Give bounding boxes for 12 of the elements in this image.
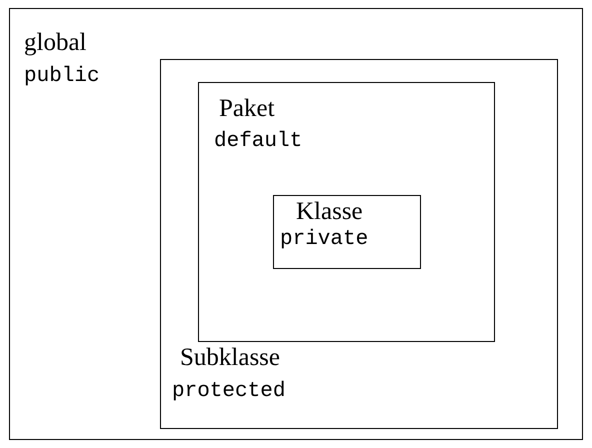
access-keyword: default [214, 130, 302, 154]
access-keyword: protected [172, 380, 286, 404]
access-keyword: private [280, 228, 368, 252]
scope-box [273, 195, 421, 269]
access-keyword: public [24, 65, 100, 88]
scope-box [9, 8, 583, 440]
scope-name: global [24, 29, 86, 56]
scope-name: Klasse [296, 198, 363, 226]
scope-name: Paket [219, 95, 275, 122]
scope-box [160, 59, 558, 429]
scope-box [198, 82, 495, 342]
scope-name: Subklasse [180, 344, 280, 372]
